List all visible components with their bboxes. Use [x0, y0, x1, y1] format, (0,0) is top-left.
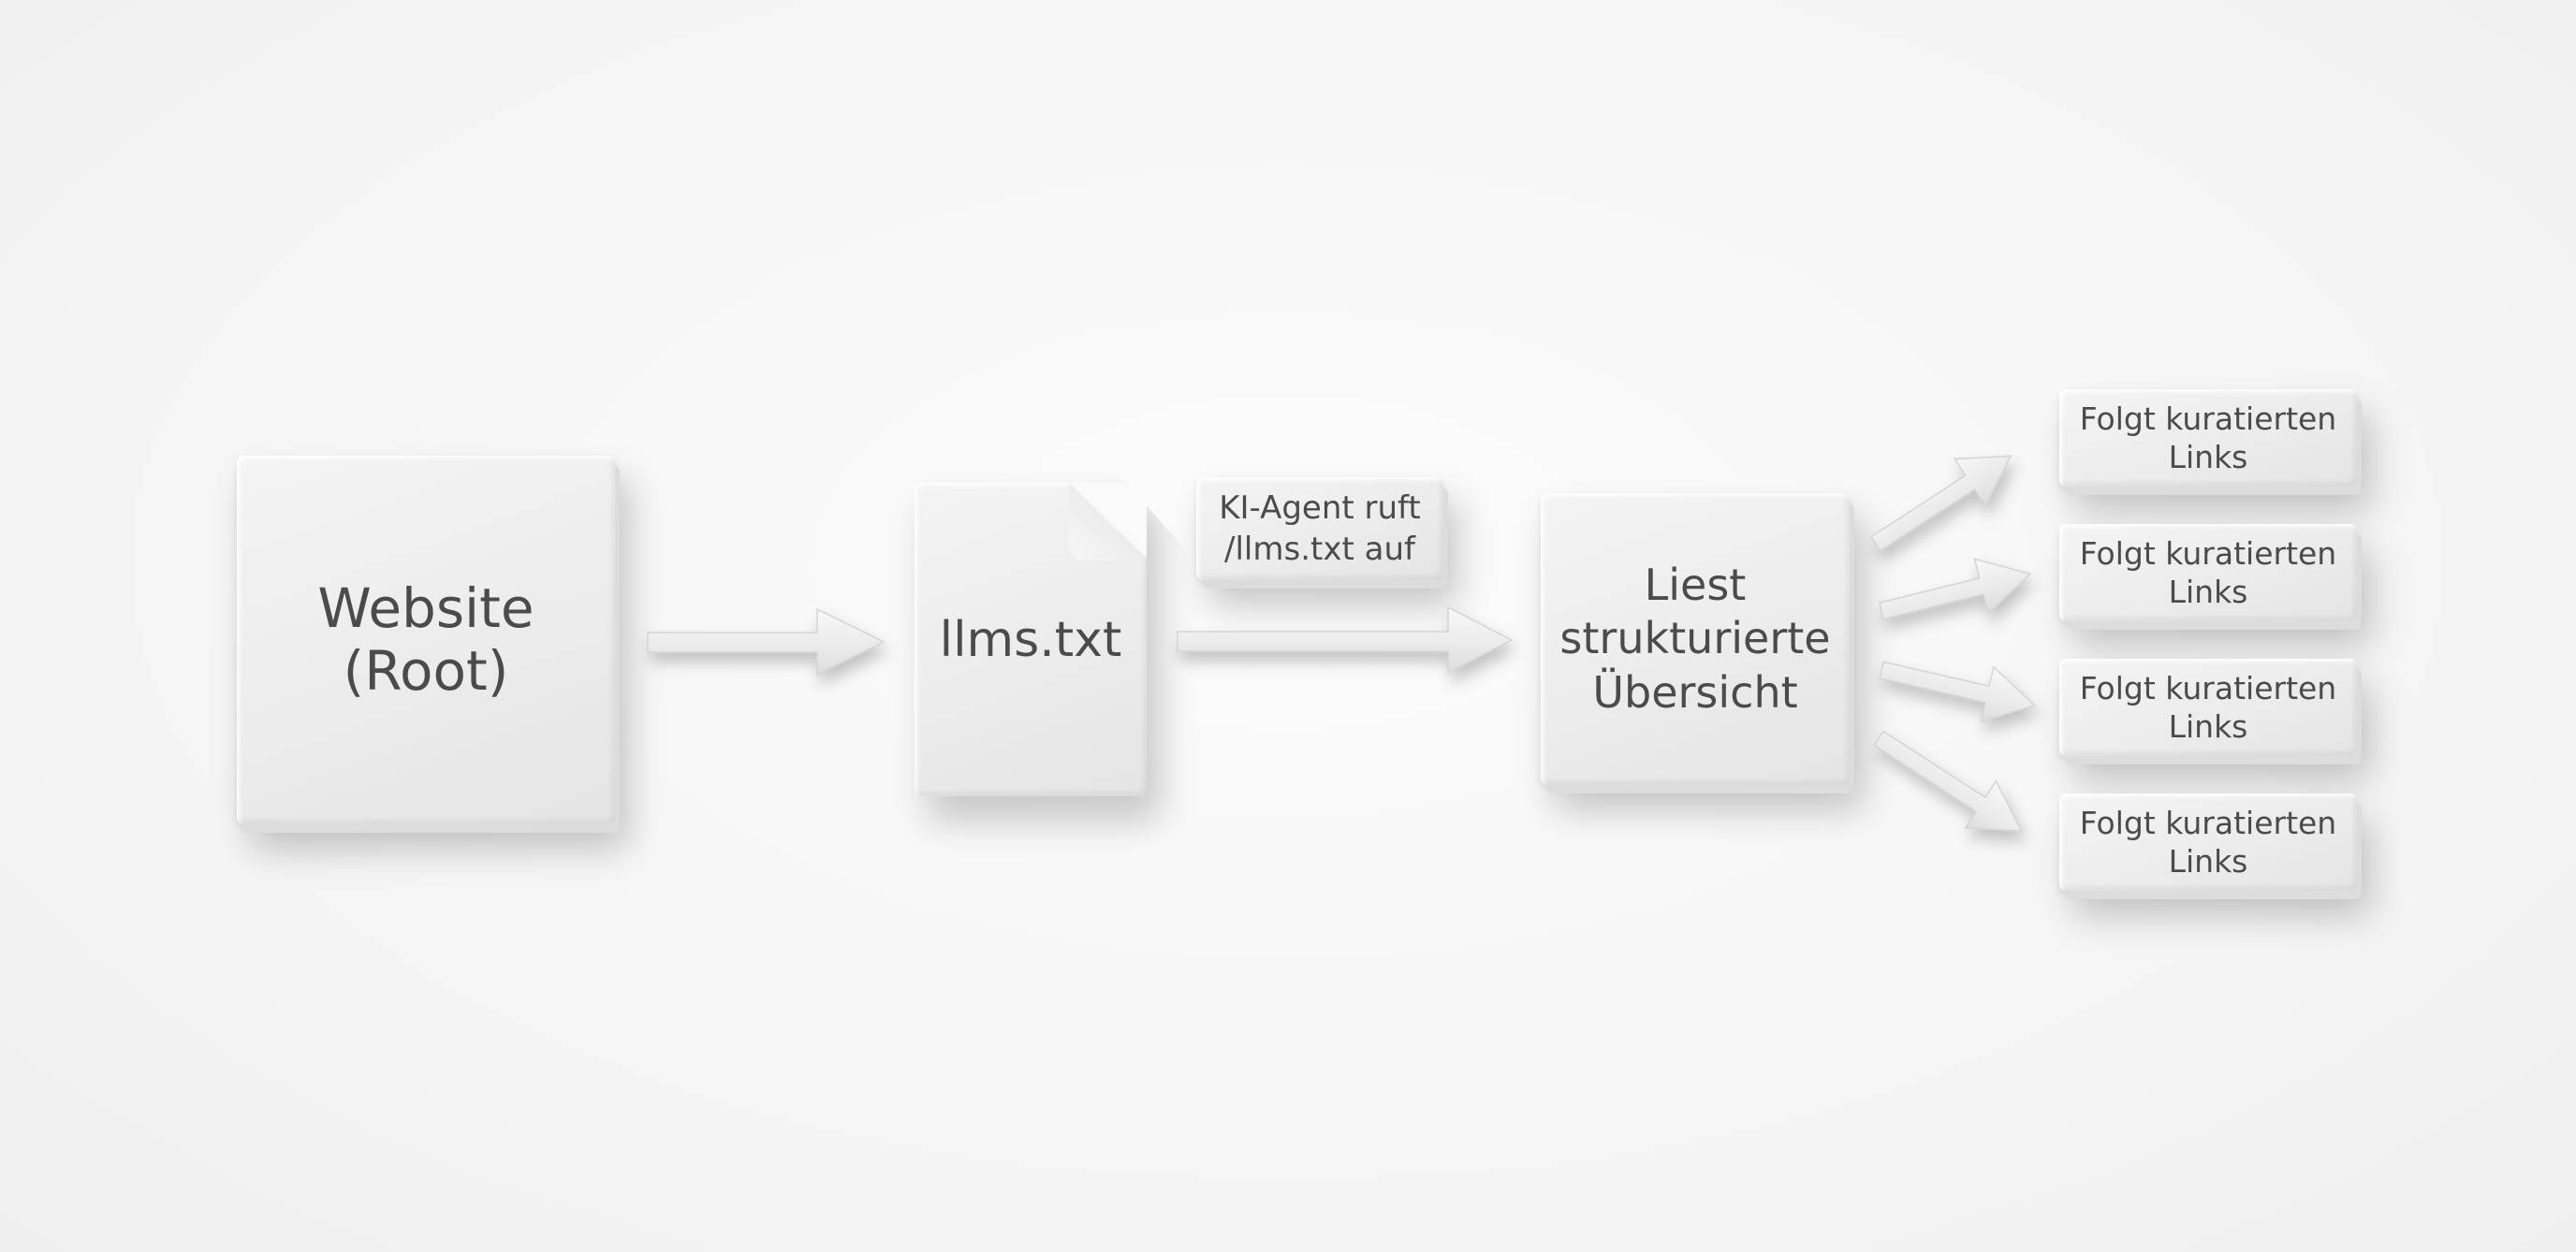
arrow-to-link-2-icon — [1878, 558, 2032, 620]
arrow-llms-to-overview-icon — [1177, 605, 1514, 675]
agent-request-label: KI-Agent ruft /llms.txt auf — [1196, 477, 1443, 580]
curated-link-block-3: Folgt kuratierten Links — [2059, 659, 2357, 756]
arrow-to-link-3-icon — [1879, 661, 2037, 723]
arrow-to-link-4-icon — [1873, 730, 2023, 832]
curated-link-block-4: Folgt kuratierten Links — [2059, 793, 2357, 891]
arrow-to-link-1-icon — [1870, 455, 2012, 552]
structured-overview-block: Liest strukturierte Übersicht — [1541, 493, 1850, 785]
website-root-block: Website (Root) — [237, 456, 615, 824]
curated-link-block-2: Folgt kuratierten Links — [2059, 524, 2357, 621]
arrow-website-to-llms-icon — [647, 607, 886, 677]
curated-link-block-1: Folgt kuratierten Links — [2059, 389, 2357, 487]
